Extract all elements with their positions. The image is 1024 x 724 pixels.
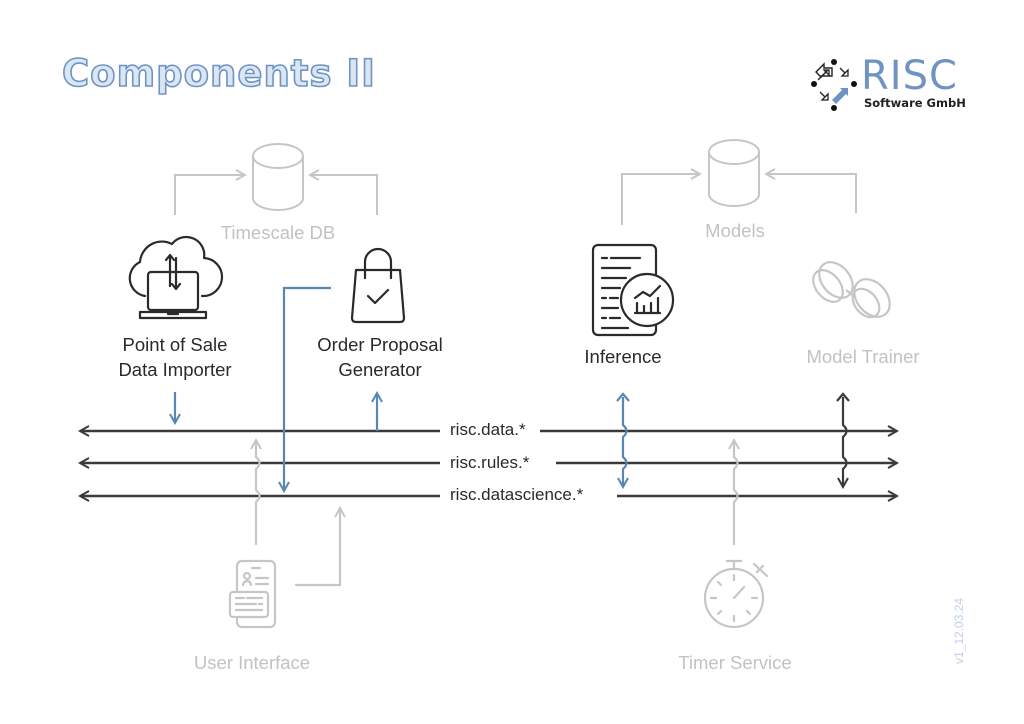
pos-importer-label-line1: Point of Sale [122,334,228,355]
inference-label: Inference [584,346,662,367]
order-proposal-label-line2: Generator [338,359,422,380]
connector-ui-to-datascience [294,508,340,587]
risc-arrows-logo-icon [811,59,857,111]
logo-name: RISC [861,53,958,99]
flow-trainer-bidirectional [843,397,847,487]
timescale-db-node [174,143,378,215]
connector-pos-to-timescale [174,175,245,215]
stopwatch-icon [703,559,769,629]
timescale-db-label: Timescale DB [220,222,336,243]
flow-inference-bidirectional [623,397,627,487]
topic-label-data: risc.data.* [446,420,530,440]
company-logo: RISC Software GmbH [810,54,970,114]
pos-importer-label-line2: Data Importer [118,359,232,380]
timer-service-label: Timer Service [678,652,792,673]
connector-order-to-timescale [310,175,378,215]
dumbbell-icon [812,261,891,319]
models-label: Models [705,220,765,241]
shopping-bag-check-icon [350,247,406,324]
order-proposal-label-line1: Order Proposal [317,334,443,355]
logo-subtitle: Software GmbH [864,96,966,110]
flow-ui-to-rules [256,440,260,545]
cloud-laptop-sync-icon [128,235,224,320]
topic-label-datascience: risc.datascience.* [446,485,588,505]
model-trainer-label: Model Trainer [806,346,920,367]
connector-trainer-to-models [766,174,857,213]
topic-label-rules: risc.rules.* [446,453,534,473]
version-label: v1_12.03.24 [952,597,966,664]
flow-timer-to-rules [734,440,738,545]
report-chart-icon [591,243,675,337]
mobile-ui-icon [228,508,340,629]
connector-inference-to-models [621,174,700,225]
models-node [621,139,857,225]
page-title: Components II [61,51,376,96]
user-interface-label: User Interface [193,652,311,673]
database-icon [708,139,760,207]
flow-datascience-to-order [284,286,331,491]
database-icon [252,143,304,211]
